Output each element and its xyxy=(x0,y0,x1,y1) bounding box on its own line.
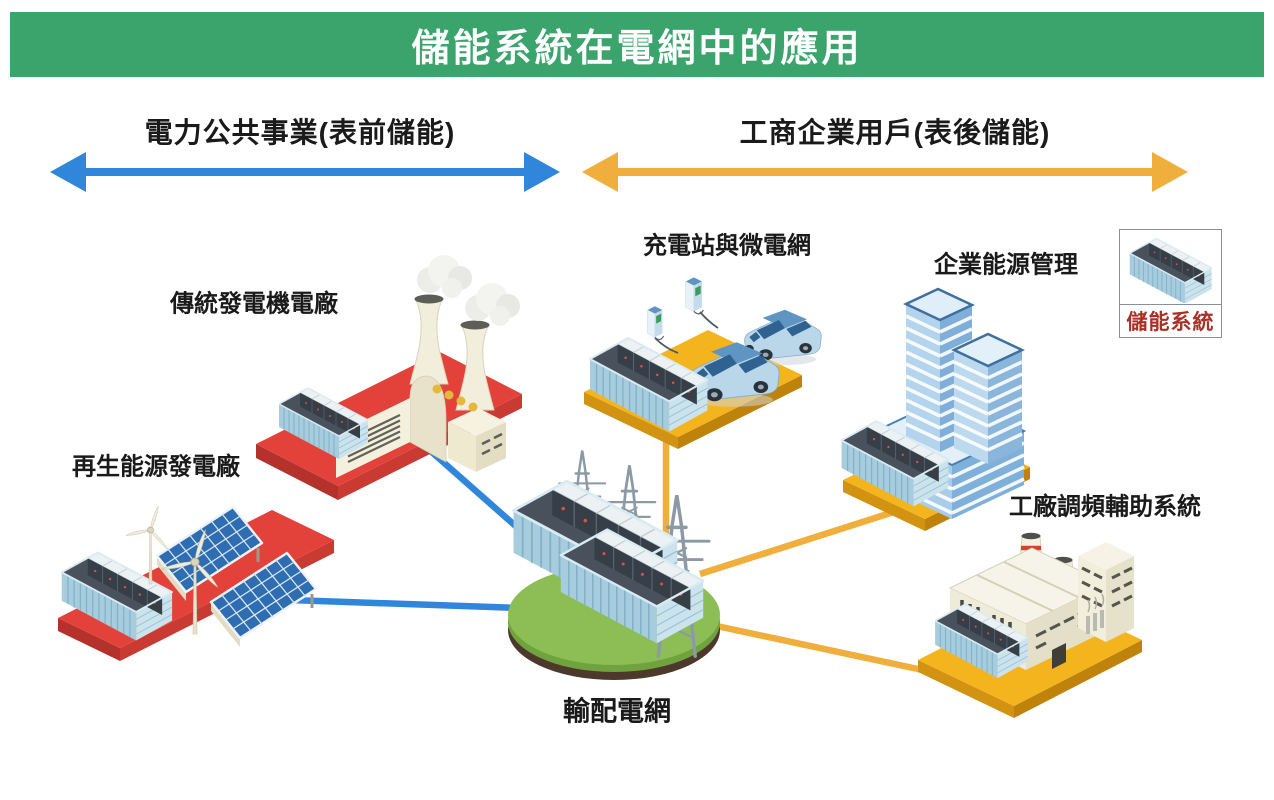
label-charging-station: 充電站與微電網 xyxy=(643,232,811,260)
legend-label: 儲能系統 xyxy=(1120,304,1221,337)
enterprise-energy-illustration xyxy=(840,287,1030,531)
link-renewable-to-grid xyxy=(289,596,521,612)
traditional-plant-illustration xyxy=(256,255,522,500)
factory-frequency-illustration xyxy=(918,532,1142,718)
behind-meter-arrow xyxy=(582,152,1188,192)
title-banner: 儲能系統在電網中的應用 xyxy=(10,12,1264,77)
charging-station-illustration xyxy=(584,276,822,449)
plant-annex-roof xyxy=(448,408,506,436)
label-enterprise-energy: 企業能源管理 xyxy=(934,251,1078,279)
page-title: 儲能系統在電網中的應用 xyxy=(411,28,863,70)
label-utility-axis: 電力公共事業(表前儲能) xyxy=(144,117,456,148)
legend-icon-area xyxy=(1120,230,1221,304)
label-factory-frequency: 工廠調頻輔助系統 xyxy=(1009,493,1201,521)
ess-container-icon xyxy=(1128,237,1212,303)
renewable-plant-illustration xyxy=(58,504,334,661)
charging-post-1 xyxy=(646,305,665,341)
label-grid: 輸配電網 xyxy=(563,696,671,727)
label-commercial-axis: 工商企業用戶(表後儲能) xyxy=(739,117,1051,148)
link-enterprise-to-grid xyxy=(699,506,901,578)
label-renewable-plant: 再生能源發電廠 xyxy=(72,453,240,481)
legend-box: 儲能系統 xyxy=(1119,229,1222,338)
plant-hall-arch-end xyxy=(409,375,447,463)
link-factory-to-grid xyxy=(697,618,933,676)
grid-hub-illustration xyxy=(508,449,720,680)
utility-scale-arrow xyxy=(50,152,560,192)
label-traditional-plant: 傳統發電機電廠 xyxy=(170,290,338,318)
charging-post-2 xyxy=(685,276,705,315)
